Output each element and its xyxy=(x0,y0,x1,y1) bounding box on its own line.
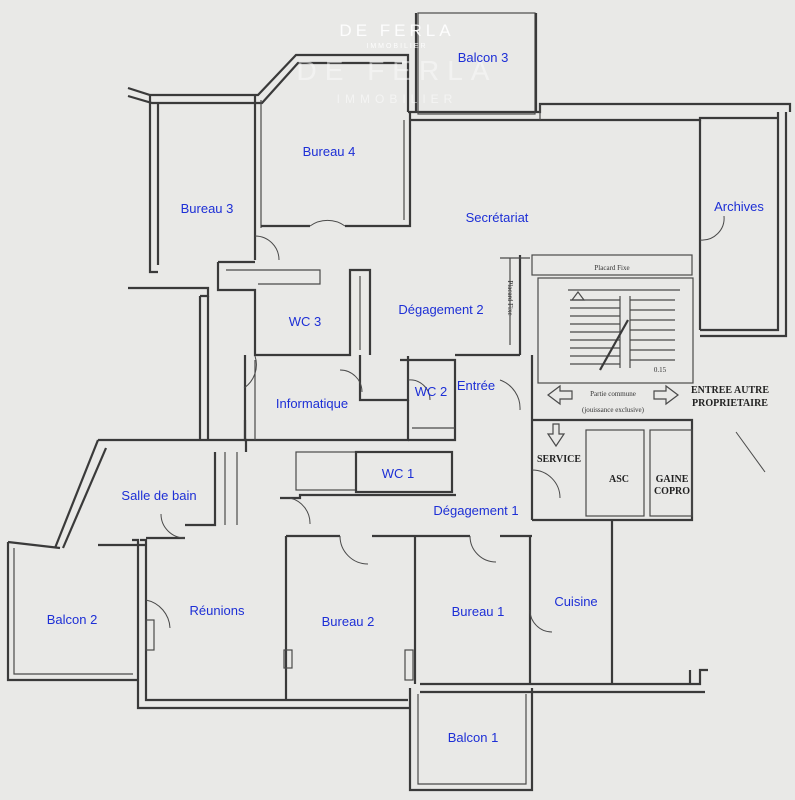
label-service: SERVICE xyxy=(537,454,581,465)
room-label-degagement2: Dégagement 2 xyxy=(398,302,483,317)
label-gaine: GAINE xyxy=(656,474,689,485)
technical-labels: Placard Fixe Placard Fixe Partie commune… xyxy=(506,264,769,497)
label-proprietaire: PROPRIETAIRE xyxy=(692,398,768,409)
room-label-salle-de-bain: Salle de bain xyxy=(121,488,196,503)
door-swings xyxy=(145,215,766,633)
room-label-bureau1: Bureau 1 xyxy=(452,604,505,619)
room-label-bureau3: Bureau 3 xyxy=(181,201,234,216)
room-label-informatique: Informatique xyxy=(276,396,348,411)
room-label-balcon1: Balcon 1 xyxy=(448,730,499,745)
balconies xyxy=(6,12,538,792)
label-entree-autre: ENTREE AUTRE xyxy=(691,385,769,396)
room-labels: Balcon 3 Bureau 4 Bureau 3 Secrétariat A… xyxy=(47,50,765,745)
watermark-brand-large: DE FERLA xyxy=(297,55,498,86)
room-label-reunions: Réunions xyxy=(190,603,245,618)
watermark-sub: IMMOBILIER xyxy=(366,43,427,50)
room-label-bureau2: Bureau 2 xyxy=(322,614,375,629)
label-placard-fixe-vertical: Placard Fixe xyxy=(506,280,514,315)
room-label-degagement1: Dégagement 1 xyxy=(433,503,518,518)
room-label-balcon3: Balcon 3 xyxy=(458,50,509,65)
exterior-walls xyxy=(53,53,792,710)
label-asc: ASC xyxy=(609,474,629,485)
room-label-wc2: WC 2 xyxy=(415,384,448,399)
label-partie-commune: Partie commune xyxy=(590,390,636,398)
watermark-sub-large: IMMOBILIER xyxy=(337,92,458,106)
room-label-entree: Entrée xyxy=(457,378,495,393)
label-placard-fixe-horizontal: Placard Fixe xyxy=(594,264,629,272)
interior-walls xyxy=(98,95,694,700)
watermark-brand: DE FERLA xyxy=(339,21,454,40)
label-jouissance: (jouissance exclusive) xyxy=(582,406,645,414)
arrows xyxy=(546,291,679,448)
room-label-bureau4: Bureau 4 xyxy=(303,144,356,159)
room-label-balcon2: Balcon 2 xyxy=(47,612,98,627)
label-dimension: 0.15 xyxy=(654,366,667,374)
label-copro: COPRO xyxy=(654,486,690,497)
room-label-secretariat: Secrétariat xyxy=(466,210,529,225)
room-label-archives: Archives xyxy=(714,199,764,214)
watermark: DE FERLA IMMOBILIER DE FERLA IMMOBILIER xyxy=(297,21,498,106)
room-label-wc3: WC 3 xyxy=(289,314,322,329)
room-label-wc1: WC 1 xyxy=(382,466,415,481)
room-label-cuisine: Cuisine xyxy=(554,594,597,609)
